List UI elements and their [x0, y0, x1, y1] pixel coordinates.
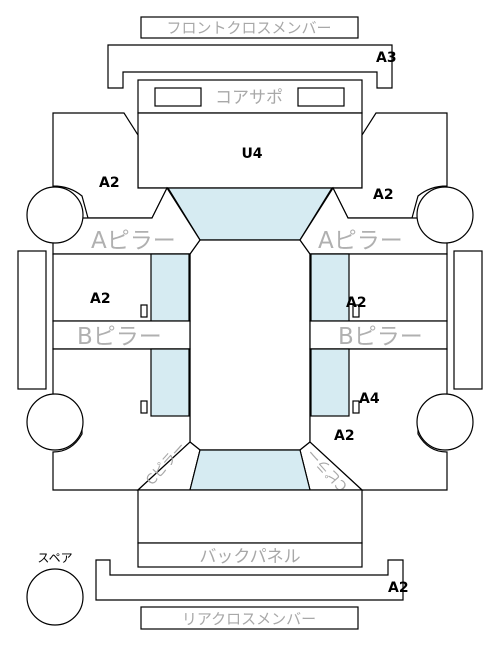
code-a2-left-front-fender: A2	[99, 175, 120, 191]
left-a-pillar-label: Aピラー	[91, 228, 176, 254]
core-support-left-slot	[154, 87, 202, 107]
right-b-pillar-part[interactable]	[309, 320, 448, 350]
front-cross-member-label: フロントクロスメンバー	[166, 19, 331, 37]
code-a2-rear-bumper: A2	[388, 580, 409, 596]
spare-tire[interactable]	[26, 568, 84, 626]
code-a3: A3	[376, 50, 397, 66]
right-front-fender-part[interactable]	[332, 112, 448, 219]
right-rear-door-handle	[352, 400, 360, 414]
left-rear-door-glass[interactable]	[150, 348, 190, 417]
left-rear-wheel[interactable]	[26, 393, 84, 451]
right-side-sill-part[interactable]	[453, 250, 483, 390]
roof-part[interactable]	[189, 239, 311, 451]
right-b-pillar-label: Bピラー	[338, 324, 423, 350]
code-a2-right-front-fender: A2	[373, 187, 394, 203]
left-front-door-glass[interactable]	[150, 253, 190, 322]
code-u4: U4	[241, 146, 262, 162]
trunk-part[interactable]	[137, 489, 363, 544]
right-front-door-glass[interactable]	[310, 253, 350, 322]
front-cross-member-part[interactable]	[140, 16, 359, 39]
rear-cross-member-label: リアクロスメンバー	[182, 610, 316, 628]
left-b-pillar-part[interactable]	[52, 320, 191, 350]
right-a-pillar-label: Aピラー	[318, 228, 403, 254]
left-rear-door-handle	[140, 400, 148, 414]
left-front-wheel[interactable]	[26, 186, 84, 244]
spare-tire-label: スペア	[37, 551, 72, 565]
right-rear-wheel[interactable]	[416, 393, 474, 451]
left-side-sill-part[interactable]	[17, 250, 47, 390]
right-rear-door-glass[interactable]	[310, 348, 350, 417]
front-bumper-part[interactable]	[107, 44, 393, 89]
code-a2-left-front-door: A2	[90, 291, 111, 307]
right-front-wheel[interactable]	[416, 186, 474, 244]
rear-cross-member-part[interactable]	[140, 606, 359, 630]
rear-glass[interactable]	[189, 449, 311, 491]
code-a4-right-rear-door: A4	[359, 391, 380, 407]
code-a2-right-front-door: A2	[346, 295, 367, 311]
core-support-right-slot	[297, 87, 345, 107]
rear-bumper-part[interactable]	[95, 559, 404, 601]
right-front-door-handle	[352, 304, 360, 318]
back-panel-part[interactable]	[137, 542, 363, 568]
code-a2-right-quarter: A2	[334, 428, 355, 444]
left-front-fender-part[interactable]	[52, 112, 168, 219]
back-panel-label: バックパネル	[199, 547, 300, 567]
left-front-door-handle	[140, 304, 148, 318]
left-b-pillar-label: Bピラー	[77, 324, 162, 350]
core-support-label: コアサポ	[215, 88, 283, 108]
